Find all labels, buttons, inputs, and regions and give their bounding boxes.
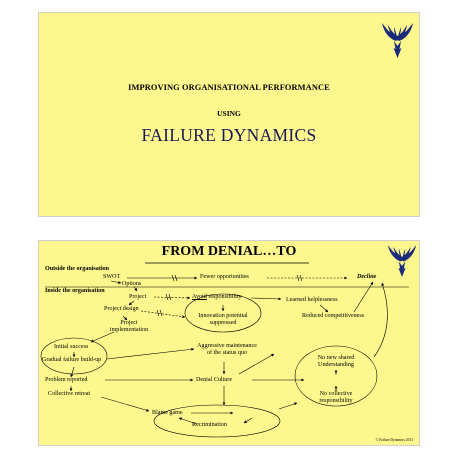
node-swot: SWOT [103,274,121,280]
title-slide: IMPROVING ORGANISATIONAL PERFORMANCE USI… [38,12,420,217]
node-learned-helplessness: Learned helplessness [286,297,338,303]
slide-heading: IMPROVING ORGANISATIONAL PERFORMANCE [128,83,330,92]
slide-subheading: USING [217,109,241,118]
inside-organisation-label: Inside the organisation [45,288,105,294]
node-aggressive-maintenance: Aggressive maintenance of the status quo [189,343,265,356]
failure-dynamics-diagram [40,262,409,438]
innovation-line-2: suppressed [209,319,237,326]
node-problem-reported: Problem reported [45,377,88,383]
project-impl-line-2: implementation [109,326,149,333]
node-no-new-shared-understanding: No new shared Understanding [301,355,371,368]
node-fewer-opportunities: Fewer opportunities [200,274,249,280]
ellipse-recrimination [153,404,281,438]
no-shared-line-1: No new shared [317,355,355,361]
node-avoid-responsibility: Avoid responsibility [192,294,242,301]
node-denial-culture: Denial Culture [196,377,233,383]
slide-title: FROM DENIAL…TO [161,244,297,259]
innovation-line-1: Innovation potential [198,313,248,319]
no-collective-line-2: responsibility [319,397,353,404]
node-project: Project [129,294,147,300]
no-shared-line-2: Understanding [318,361,354,368]
no-collective-line-1: No collective [319,391,353,397]
aggressive-line-2: of the status quo [206,349,248,356]
ellipse-no-new-understanding [294,345,378,407]
avoid-text: Avoid [192,294,207,300]
node-project-implementation: Project implementation [99,320,159,333]
node-project-design: Project design [104,306,139,312]
phoenix-logo-icon [382,23,413,58]
node-reduced-competitiveness: Reduced competitiveness [302,313,365,319]
node-innovation-potential: Innovation potential suppressed [186,313,260,326]
node-decline: Decline [357,274,377,280]
node-gradual-failure: Gradual failure build-up [42,357,102,363]
project-impl-line-1: Project [120,320,138,326]
node-initial-success: Initial success [54,344,89,350]
diagram-slide: FROM DENIAL…TO [38,240,420,446]
phoenix-logo-icon [387,245,417,277]
node-collective-retreat: Collective retreat [48,391,91,397]
aggressive-line-1: Aggressive maintenance [197,343,257,349]
node-no-collective-responsibility: No collective responsibility [301,391,371,404]
responsibility-text: responsibility [206,294,242,300]
outside-organisation-label: Outside the organisation [45,266,109,272]
node-options: Options [122,281,142,287]
ellipse-avoid-responsibility [184,293,262,333]
ellipse-initial-success [40,337,108,375]
node-recrimination: Recrimination [192,422,227,428]
node-blame-game: Blame game [152,410,183,416]
copyright-notice: © Failure Dynamics 2013 [375,438,413,442]
slide-title: FAILURE DYNAMICS [141,125,317,145]
